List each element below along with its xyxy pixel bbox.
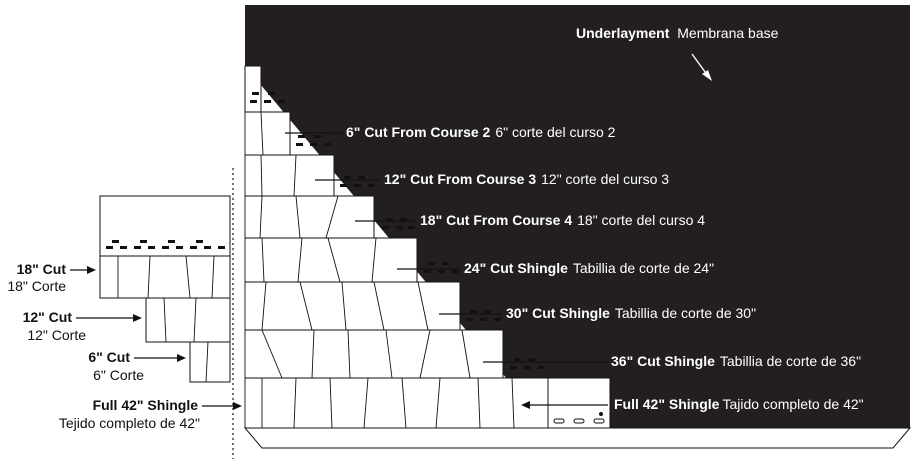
underlayment-arrow [691,53,712,81]
underlayment-area [245,5,910,428]
sealant-strips [250,92,545,369]
svg-text:6" Cut: 6" Cut [88,349,130,365]
svg-text:12" Cut From Course 312" corte: 12" Cut From Course 312" corte del curso… [384,171,669,187]
svg-text:12" Cut: 12" Cut [23,309,73,325]
left-12-cut-piece [145,297,231,343]
left-label-6: 6" Cut 6" Corte [88,349,186,383]
svg-text:18" Cut From Course 418" corte: 18" Cut From Course 418" corte del curso… [420,212,705,228]
roof-deck-edge [243,427,912,449]
underlayment-label: Underlayment Membrana base [576,25,779,41]
svg-text:Full 42" Shingle: Full 42" Shingle [93,397,199,413]
svg-text:12" Corte: 12" Corte [27,327,86,343]
full-shingle-patch [547,377,611,429]
svg-text:18" Cut: 18" Cut [17,261,67,277]
left-6-cut-piece [189,341,231,383]
left-label-12: 12" Cut 12" Corte [23,309,142,343]
svg-text:18" Corte: 18" Corte [7,278,66,294]
left-cut-pieces [99,195,231,383]
right-shingle-stack [244,65,548,429]
nail-dot [599,412,603,416]
nail-marks [553,418,605,424]
svg-text:Tejido completo de 42": Tejido completo de 42" [59,415,200,431]
svg-text:6" Cut From Course 26" corte d: 6" Cut From Course 26" corte del curso 2 [346,124,616,140]
left-18-cut-tabs [99,255,231,299]
left-label-18: 18" Cut 18" Corte [7,261,96,294]
course-top-tab [244,65,262,113]
left-label-full: Full 42" Shingle Tejido completo de 42" [59,397,242,431]
svg-text:6" Corte: 6" Corte [93,367,144,383]
